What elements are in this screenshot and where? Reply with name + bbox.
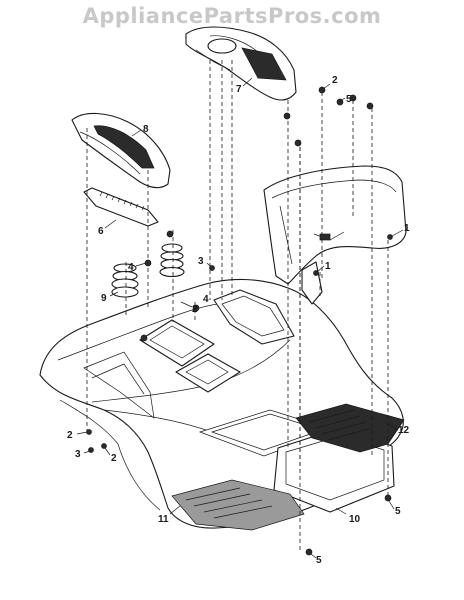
hood-tower: [185, 26, 297, 101]
callout-3b: 3: [75, 449, 81, 460]
floor-mat: [171, 479, 305, 531]
callout-8: 8: [143, 124, 149, 135]
callout-11: 11: [158, 514, 169, 525]
callout-2c: 2: [111, 453, 117, 464]
callout-6: 6: [98, 226, 104, 237]
callout-12: 12: [398, 425, 410, 436]
assembly-lines: [86, 60, 389, 550]
watermark: AppliancePartsPros.com: [82, 4, 382, 28]
callout-4b: 4: [203, 294, 209, 305]
bracket-strip: [83, 187, 159, 227]
callout-5c: 5: [316, 555, 322, 566]
callout-7: 7: [236, 84, 242, 95]
callout-4a: 4: [128, 262, 134, 273]
seat-pan: [263, 165, 407, 285]
leader-lines: [76, 77, 404, 559]
callout-1a: 1: [404, 223, 410, 234]
callout-3a: 3: [198, 256, 204, 267]
fasteners: [86, 86, 393, 556]
callout-2b: 2: [67, 430, 73, 441]
spring-left: [111, 263, 139, 298]
callout-1b: 1: [325, 261, 331, 272]
callout-10: 10: [349, 514, 361, 525]
callout-5b: 5: [395, 506, 401, 517]
spring-right: [159, 243, 185, 278]
fender-deck: [39, 261, 404, 529]
callout-2a: 2: [332, 75, 338, 86]
callout-2d: 2: [192, 304, 198, 315]
callout-9: 9: [101, 293, 107, 304]
rear-console: [71, 112, 171, 189]
callout-labels: 1 1 2 2 2 2 3 3 4 4 5 5 5 6 7 8 9 10 11 …: [67, 75, 410, 566]
callout-5a: 5: [346, 94, 352, 105]
